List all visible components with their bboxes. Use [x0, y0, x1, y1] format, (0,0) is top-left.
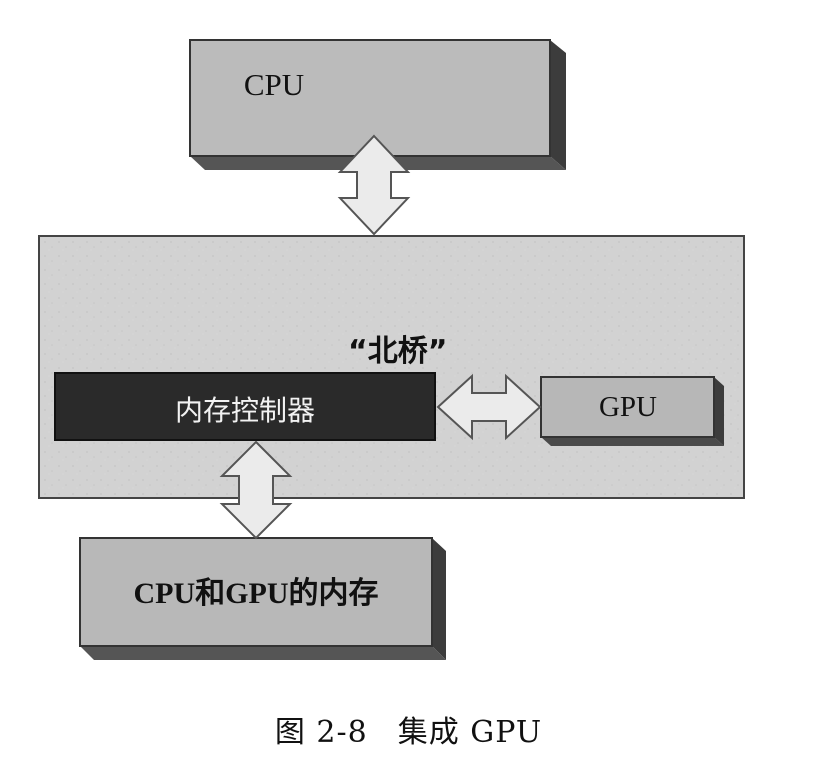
- memory-controller-label: 内存控制器: [174, 394, 315, 427]
- northbridge-box: [38, 235, 745, 499]
- arrow-memctrl-gpu: [436, 373, 542, 441]
- shared-memory-box: [79, 537, 446, 660]
- figure-caption: 图 2-8 集成 GPU: [0, 707, 817, 751]
- shared-memory-label: CPU和GPU的内存: [133, 577, 379, 610]
- gpu-label: GPU: [598, 391, 657, 423]
- figure-title: 集成 GPU: [397, 715, 543, 750]
- arrow-memctrl-memory: [219, 440, 293, 540]
- figure-number: 图 2-8: [274, 715, 368, 750]
- arrow-cpu-northbridge: [337, 134, 411, 236]
- cpu-label: CPU: [243, 67, 305, 102]
- northbridge-label: “北桥”: [348, 334, 448, 369]
- cpu-box: [189, 39, 566, 170]
- memory-controller-box: [54, 372, 436, 441]
- gpu-box: [540, 376, 724, 446]
